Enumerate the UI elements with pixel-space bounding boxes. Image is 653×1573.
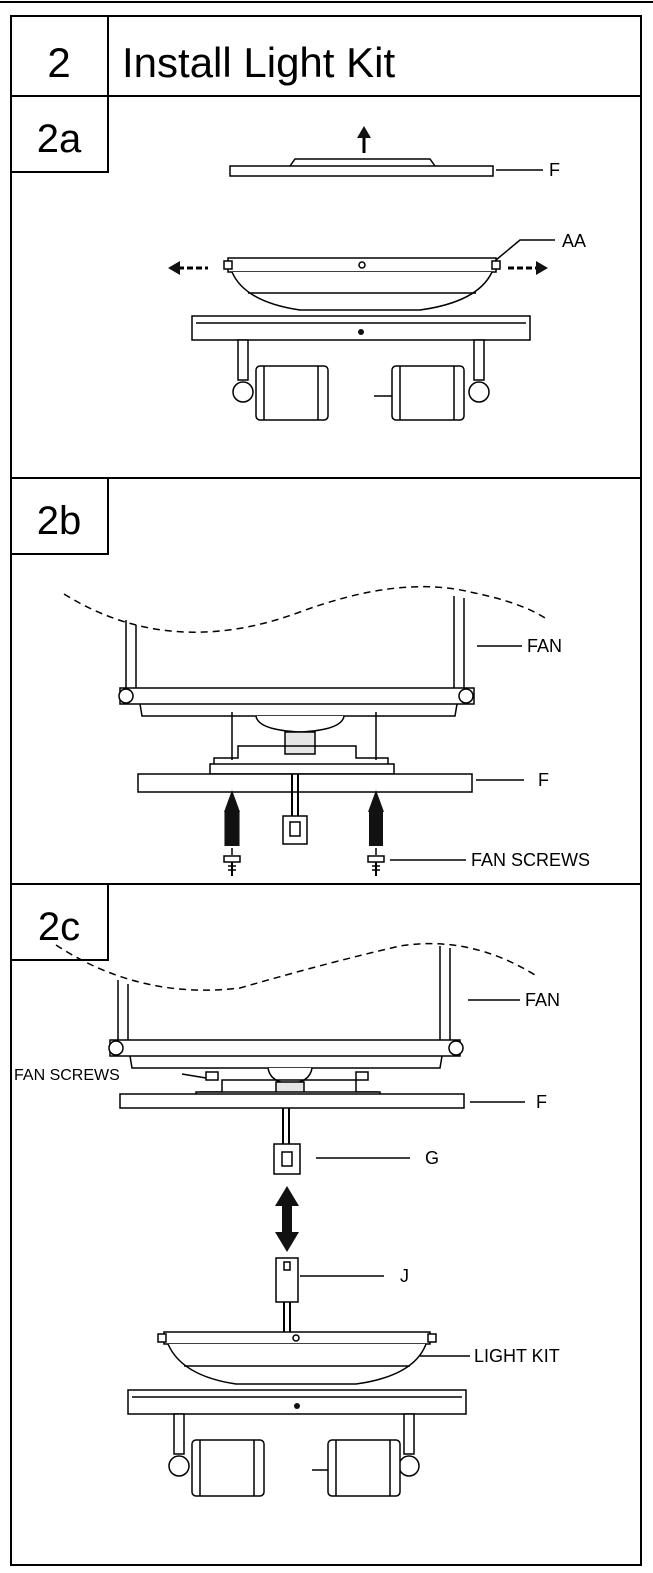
panel-2c: 2c FAN FAN SCREWS F — [10, 883, 560, 1497]
mounting-plate-f — [137, 773, 473, 793]
ceiling-fan — [55, 942, 536, 1085]
light-kit-bowl — [223, 257, 501, 311]
callout-fan: FAN — [527, 636, 562, 656]
right-arrow-icon — [508, 261, 548, 275]
panel-2c-label: 2c — [38, 905, 80, 949]
connector-j — [275, 1257, 299, 1334]
page-title: Install Light Kit — [122, 39, 395, 86]
callout-fan: FAN — [525, 990, 560, 1010]
fan-screw-icon — [367, 855, 385, 876]
panel-2b-label: 2b — [37, 499, 82, 543]
panel-2a: 2a F AA — [10, 95, 586, 421]
double-arrow-icon — [275, 1186, 299, 1252]
callout-j: J — [400, 1266, 409, 1286]
step-number: 2 — [47, 39, 70, 86]
wire-connector — [282, 774, 308, 845]
panel-2b: 2b FAN F — [10, 477, 590, 876]
spotlight-fixture — [191, 315, 531, 421]
connector-g — [273, 1108, 301, 1175]
up-arrow-icon — [368, 790, 384, 846]
callout-fan-screws: FAN SCREWS — [471, 850, 590, 870]
ceiling-fan — [63, 585, 546, 733]
panel-2a-label: 2a — [37, 117, 82, 161]
callout-f: F — [536, 1092, 547, 1112]
up-arrow-icon — [224, 790, 240, 846]
callout-aa: AA — [562, 231, 586, 251]
mounting-bracket — [209, 712, 395, 775]
mounting-plate-f — [119, 1093, 465, 1109]
callout-g: G — [425, 1148, 439, 1168]
spotlight-fixture — [127, 1389, 467, 1497]
callout-light-kit: LIGHT KIT — [474, 1346, 560, 1366]
left-arrow-icon — [168, 261, 208, 275]
light-kit-bowl — [157, 1331, 437, 1385]
callout-f: F — [549, 160, 560, 180]
callout-fan-screws: FAN SCREWS — [14, 1067, 120, 1084]
fan-screw-icon — [223, 855, 241, 876]
page-frame — [10, 15, 642, 1566]
callout-f: F — [538, 770, 549, 790]
mounting-plate-f — [229, 158, 494, 177]
up-arrow-icon — [357, 126, 371, 138]
